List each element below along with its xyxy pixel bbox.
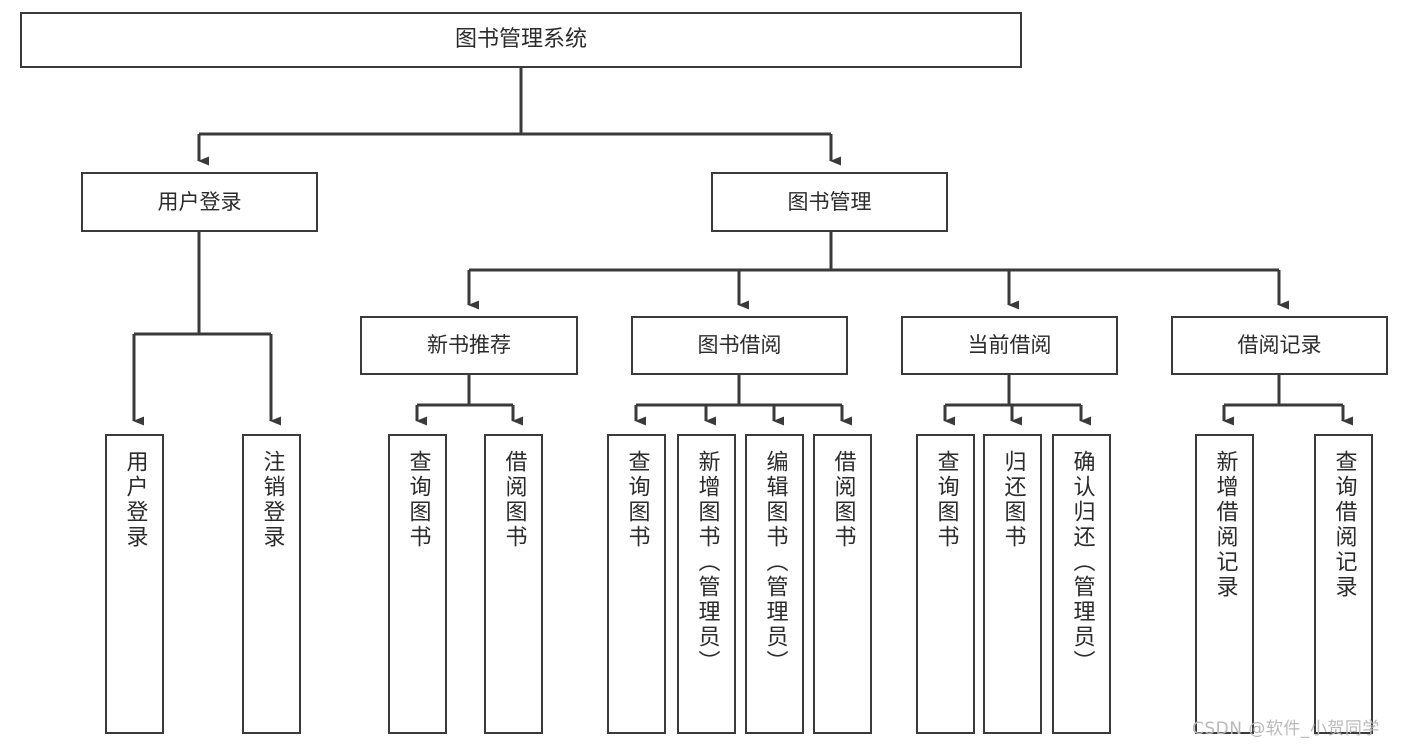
node-branch-user-login[interactable]: 用户登录 — [81, 172, 318, 232]
node-group-borrow-records-label: 借阅记录 — [1237, 333, 1322, 358]
node-leaf-borrow-book-recommend[interactable]: 借阅图书 — [484, 434, 543, 734]
node-leaf-add-book-admin[interactable]: 新增图书（管理员） — [677, 434, 736, 734]
watermark: CSDN @软件_小贺同学 — [1192, 719, 1380, 739]
node-leaf-query-book-borrow[interactable]: 查询图书 — [607, 434, 666, 734]
node-group-borrow-records[interactable]: 借阅记录 — [1171, 316, 1388, 375]
node-group-current-borrow[interactable]: 当前借阅 — [901, 316, 1118, 375]
node-group-new-book-recommend[interactable]: 新书推荐 — [360, 316, 578, 375]
node-leaf-query-book-current-label: 查询图书 — [933, 450, 959, 550]
node-leaf-query-book-recommend-label: 查询图书 — [405, 450, 431, 550]
node-branch-book-management-label: 图书管理 — [787, 189, 872, 214]
node-leaf-query-book-current[interactable]: 查询图书 — [916, 434, 975, 734]
node-leaf-add-borrow-record-label: 新增借阅记录 — [1212, 450, 1238, 600]
node-leaf-query-borrow-record-label: 查询借阅记录 — [1331, 450, 1357, 600]
node-branch-user-login-label: 用户登录 — [157, 189, 242, 214]
node-group-current-borrow-label: 当前借阅 — [967, 333, 1052, 358]
node-leaf-borrow-book-label: 借阅图书 — [830, 450, 856, 550]
node-leaf-edit-book-admin[interactable]: 编辑图书（管理员） — [745, 434, 804, 734]
node-leaf-borrow-book[interactable]: 借阅图书 — [813, 434, 872, 734]
node-group-book-borrow[interactable]: 图书借阅 — [631, 316, 848, 375]
node-leaf-user-logout[interactable]: 注销登录 — [242, 434, 301, 734]
node-group-new-book-recommend-label: 新书推荐 — [427, 333, 511, 358]
node-leaf-query-book-borrow-label: 查询图书 — [624, 450, 650, 550]
node-root-label: 图书管理系统 — [454, 27, 587, 53]
node-group-book-borrow-label: 图书借阅 — [697, 333, 782, 358]
node-leaf-confirm-return-admin-label: 确认归还（管理员） — [1069, 450, 1095, 675]
node-leaf-return-book-label: 归还图书 — [1000, 450, 1026, 550]
node-leaf-edit-book-admin-label: 编辑图书（管理员） — [762, 450, 788, 675]
node-leaf-borrow-book-recommend-label: 借阅图书 — [501, 450, 527, 550]
node-leaf-add-book-admin-label: 新增图书（管理员） — [694, 450, 720, 675]
node-leaf-confirm-return-admin[interactable]: 确认归还（管理员） — [1052, 434, 1111, 734]
node-leaf-user-login-label: 用户登录 — [122, 450, 148, 550]
node-leaf-return-book[interactable]: 归还图书 — [983, 434, 1042, 734]
node-leaf-user-login[interactable]: 用户登录 — [105, 434, 164, 734]
node-leaf-query-borrow-record[interactable]: 查询借阅记录 — [1314, 434, 1373, 734]
node-leaf-query-book-recommend[interactable]: 查询图书 — [388, 434, 447, 734]
node-leaf-user-logout-label: 注销登录 — [259, 450, 285, 550]
node-root[interactable]: 图书管理系统 — [20, 12, 1022, 68]
node-leaf-add-borrow-record[interactable]: 新增借阅记录 — [1195, 434, 1254, 734]
node-branch-book-management[interactable]: 图书管理 — [711, 172, 948, 232]
